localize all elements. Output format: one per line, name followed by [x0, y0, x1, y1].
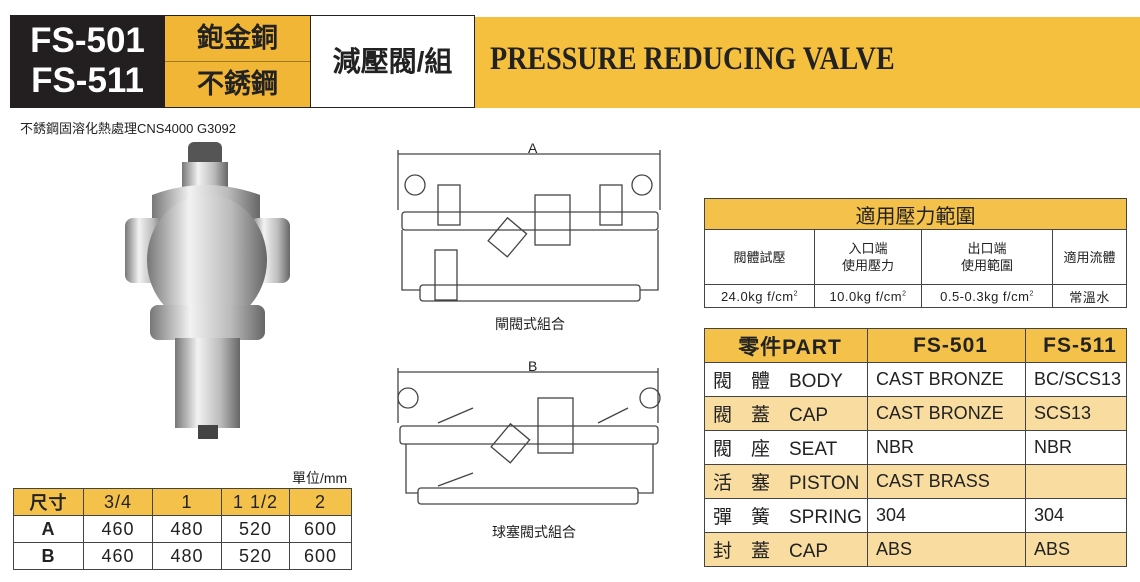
dim-value: 460 [83, 515, 153, 543]
dim-header: 1 [152, 488, 222, 516]
part-name: 閥 座 SEAT [704, 430, 868, 465]
pressure-value: 10.0kg f/cm2 [814, 284, 922, 308]
diagram-a-label: A [528, 140, 538, 156]
dim-value: 520 [221, 515, 290, 543]
dim-value: 600 [289, 515, 352, 543]
parts-header: FS-501 [867, 328, 1026, 363]
pressure-value: 0.5-0.3kg f/cm2 [921, 284, 1053, 308]
model-511: FS-511 [31, 61, 144, 100]
valve-product-image [125, 142, 290, 439]
dim-value: 480 [152, 542, 222, 570]
fs501-material: NBR [867, 430, 1026, 465]
fs501-material: CAST BRASS [867, 464, 1026, 499]
ball-valve-diagram [397, 368, 661, 505]
dim-label: A [13, 515, 84, 543]
pressure-value: 常溫水 [1052, 284, 1127, 308]
pressure-header: 適用流體 [1052, 229, 1127, 285]
materials: 鉋金銅 不銹鋼 [165, 15, 310, 108]
part-name: 封 蓋 CAP [704, 532, 868, 567]
pressure-title: 適用壓力範圍 [704, 198, 1127, 230]
dim-value: 600 [289, 542, 352, 570]
pressure-value: 24.0kg f/cm2 [704, 284, 815, 308]
fs511-material: 304 [1025, 498, 1127, 533]
part-name: 活 塞 PISTON [704, 464, 868, 499]
diagram-b-caption: 球塞閥式組合 [492, 524, 576, 540]
diagram-a-caption: 閘閥式組合 [495, 316, 565, 332]
part-name: 閥 蓋 CAP [704, 396, 868, 431]
fs511-material: NBR [1025, 430, 1127, 465]
title-en: PRESSURE REDUCING VALVE [490, 41, 895, 77]
fs501-material: CAST BRONZE [867, 396, 1026, 431]
diagram-b-label: B [528, 358, 538, 374]
dim-header: 尺寸 [13, 488, 84, 516]
dim-header: 3/4 [83, 488, 153, 516]
fs511-material [1025, 464, 1127, 499]
dim-header: 1 1/2 [221, 488, 290, 516]
fs501-material: ABS [867, 532, 1026, 567]
gate-valve-diagram [397, 150, 661, 302]
pressure-header: 閥體試壓 [704, 229, 815, 285]
category-label: 減壓閥/組 [310, 15, 475, 108]
unit-label: 單位/mm [292, 470, 348, 486]
pressure-range-table: 適用壓力範圍 閥體試壓 入口端 使用壓力 出口端 使用範圍 適用流體 24.0k… [704, 198, 1127, 308]
parts-header: 零件PART [704, 328, 868, 363]
fs501-material: 304 [867, 498, 1026, 533]
fs511-material: SCS13 [1025, 396, 1127, 431]
model-501: FS-501 [30, 21, 145, 60]
dim-value: 520 [221, 542, 290, 570]
part-name: 閥 體 BODY [704, 362, 868, 397]
fs511-material: ABS [1025, 532, 1127, 567]
fs511-material: BC/SCS13 [1025, 362, 1127, 397]
material-note: 不銹鋼固溶化熱處理CNS4000 G3092 [20, 121, 237, 136]
material-bronze: 鉋金銅 [165, 16, 310, 62]
dim-label: B [13, 542, 84, 570]
material-stainless: 不銹鋼 [197, 69, 278, 99]
pressure-header: 出口端 使用範圍 [921, 229, 1053, 285]
title-band: PRESSURE REDUCING VALVE [475, 17, 1140, 108]
parts-header: FS-511 [1025, 328, 1127, 363]
dim-header: 2 [289, 488, 352, 516]
part-name: 彈 簧 SPRING [704, 498, 868, 533]
dim-value: 480 [152, 515, 222, 543]
fs501-material: CAST BRONZE [867, 362, 1026, 397]
pressure-header: 入口端 使用壓力 [814, 229, 922, 285]
model-numbers: FS-501 FS-511 [10, 15, 165, 108]
dim-value: 460 [83, 542, 153, 570]
